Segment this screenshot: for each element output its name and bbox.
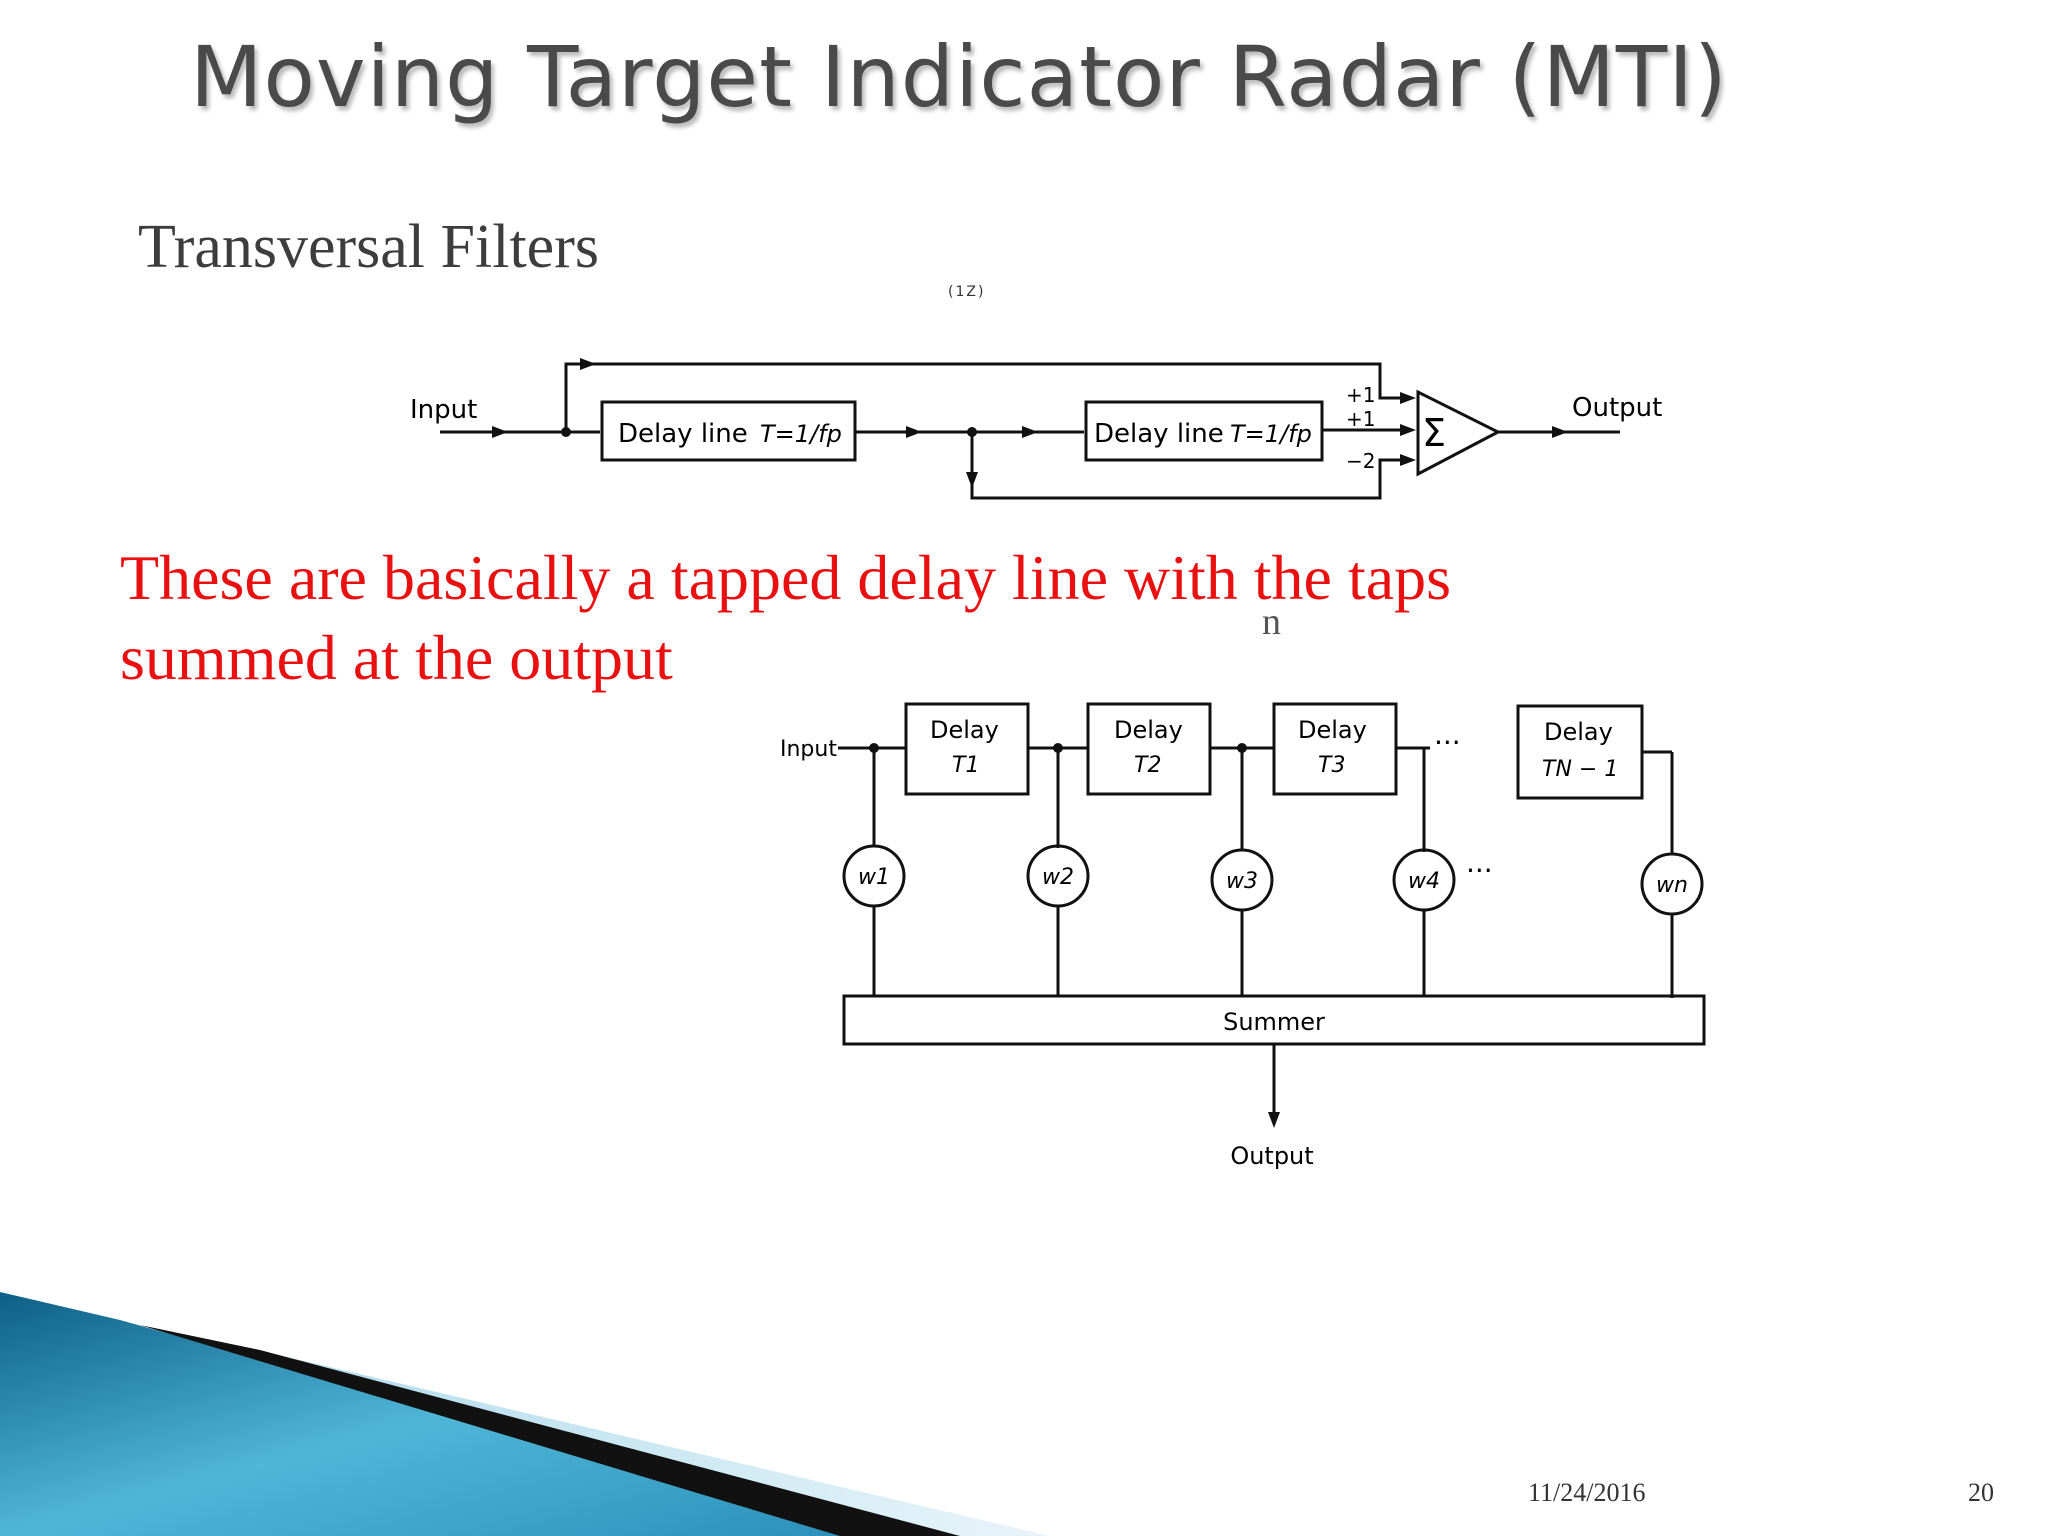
delay-box-2 — [1086, 702, 1212, 796]
weight-ellipsis: ··· — [1466, 854, 1493, 887]
delay-2-word: Delay — [1114, 716, 1183, 744]
delay-box-n — [1516, 704, 1644, 800]
delay-line-2-box — [1084, 400, 1324, 462]
delay-ellipsis: ··· — [1434, 726, 1461, 759]
highlight-note: These are basically a tapped delay line … — [120, 542, 1452, 693]
delay-3-period: T3 — [1318, 753, 1345, 778]
coefficient-2: +1 — [1346, 407, 1375, 431]
d1-output-label: Output — [1572, 393, 1662, 423]
d2-input-label: Input — [780, 737, 837, 762]
slide-title: Moving Target Indicator Radar (MTI) — [190, 28, 1728, 126]
weight-label-2: w2 — [1042, 865, 1074, 890]
page-number: 20 — [1968, 1478, 1994, 1507]
summation-symbol: Σ — [1422, 411, 1446, 455]
delay-line-1-formula: T=1/fp — [760, 420, 842, 448]
summer-triangle — [1416, 389, 1502, 477]
coefficient-3: −2 — [1346, 449, 1375, 473]
delay-3-word: Delay — [1298, 716, 1367, 744]
footer-date: 11/24/2016 — [1528, 1478, 1646, 1507]
cropped-figure-label: (1Z) — [948, 284, 986, 300]
weight-label-3: w3 — [1226, 869, 1258, 894]
d1-input-label: Input — [410, 395, 477, 425]
delay-n-word: Delay — [1544, 718, 1613, 746]
weight-label-1: w1 — [858, 865, 890, 890]
stray-letter: n — [1262, 601, 1281, 643]
delay-box-3 — [1272, 702, 1398, 796]
weight-label-4: w4 — [1408, 869, 1440, 894]
delay-line-2-formula: T=1/fp — [1230, 420, 1312, 448]
delay-1-period: T1 — [952, 753, 979, 778]
weight-label-n: wn — [1656, 873, 1688, 898]
delay-line-2-label: Delay line — [1094, 419, 1224, 449]
delay-2-period: T2 — [1134, 753, 1161, 778]
coefficient-1: +1 — [1346, 383, 1375, 407]
section-subtitle: Transversal Filters — [138, 213, 599, 281]
delay-line-1-label: Delay line — [618, 419, 748, 449]
summer-label: Summer — [1223, 1008, 1325, 1036]
delay-n-period: TN − 1 — [1542, 757, 1618, 782]
d2-output-label: Output — [1230, 1142, 1313, 1170]
delay-box-1 — [904, 702, 1030, 796]
delay-1-word: Delay — [930, 716, 999, 744]
delay-line-1-box — [600, 400, 857, 462]
